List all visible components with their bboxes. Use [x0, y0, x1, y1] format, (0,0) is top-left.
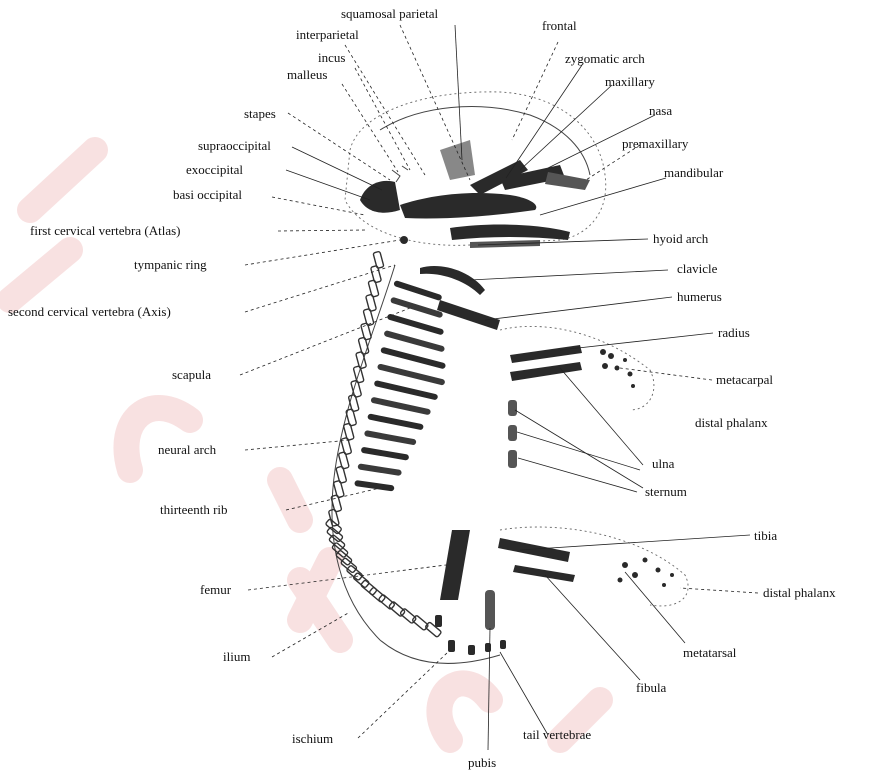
label-supraoccipital: supraoccipital — [198, 138, 271, 153]
label-first-cervical-vertebra: first cervical vertebra (Atlas) — [30, 223, 181, 238]
forelimb — [420, 266, 654, 468]
parietal-bone — [440, 140, 475, 180]
label-scapula: scapula — [172, 367, 211, 382]
rib — [370, 397, 431, 416]
mandible-bone — [450, 225, 570, 240]
rib-cage — [354, 280, 446, 492]
cranium-outline — [345, 92, 606, 245]
occipital-bone — [360, 181, 400, 213]
label-squamosal-parietal: squamosal parietal — [341, 6, 438, 21]
label-ischium: ischium — [292, 731, 333, 746]
label-ilium: ilium — [223, 649, 250, 664]
label-humerus: humerus — [677, 289, 722, 304]
label-metacarpal: metacarpal — [716, 372, 773, 387]
rib — [364, 430, 417, 445]
tympanic-ring-bone — [400, 236, 408, 244]
rib — [361, 447, 410, 461]
hindlimb-outline — [500, 527, 688, 606]
vertebra — [340, 558, 357, 574]
label-femur: femur — [200, 582, 232, 597]
label-malleus: malleus — [287, 67, 327, 82]
label-mandibular: mandibular — [664, 165, 724, 180]
hindlimb — [435, 527, 688, 655]
radius-bone — [510, 345, 582, 363]
label-neural-arch: neural arch — [158, 442, 217, 457]
label-distal-phalanx-hind: distal phalanx — [763, 585, 836, 600]
label-sternum: sternum — [645, 484, 687, 499]
label-fibula: fibula — [636, 680, 667, 695]
tibia-bone — [498, 538, 570, 562]
label-incus: incus — [318, 50, 345, 65]
tarsal-bones — [618, 558, 675, 588]
label-basi-occipital: basi occipital — [173, 187, 242, 202]
clavicle-bone — [420, 266, 485, 295]
skull-dome — [380, 107, 590, 175]
pubis-bone — [485, 590, 495, 630]
label-tibia: tibia — [754, 528, 777, 543]
watermark — [10, 150, 600, 740]
label-hyoid-arch: hyoid arch — [653, 231, 709, 246]
label-frontal: frontal — [542, 18, 577, 33]
label-premaxillary: premaxillary — [622, 136, 689, 151]
premaxilla-bone — [545, 172, 590, 190]
rib — [390, 297, 444, 319]
label-nasa: nasa — [649, 103, 672, 118]
label-tympanic-ring: tympanic ring — [134, 257, 207, 272]
label-clavicle: clavicle — [677, 261, 718, 276]
rib — [354, 480, 394, 492]
labels: squamosal parietal frontal interparietal… — [8, 6, 836, 770]
label-interparietal: interparietal — [296, 27, 359, 42]
label-thirteenth-rib: thirteenth rib — [160, 502, 228, 517]
label-second-cervical-vertebra: second cervical vertebra (Axis) — [8, 304, 171, 319]
label-exoccipital: exoccipital — [186, 162, 243, 177]
skull-base-bone — [400, 193, 536, 218]
humerus-bone — [437, 300, 500, 330]
label-radius: radius — [718, 325, 750, 340]
label-ulna: ulna — [652, 456, 675, 471]
label-distal-phalanx-fore: distal phalanx — [695, 415, 768, 430]
label-tail-vertebrae: tail vertebrae — [523, 727, 591, 742]
label-metatarsal: metatarsal — [683, 645, 737, 660]
rib — [393, 280, 442, 301]
rib — [357, 463, 402, 476]
label-zygomatic-arch: zygomatic arch — [565, 51, 645, 66]
rib — [387, 313, 445, 335]
label-pubis: pubis — [468, 755, 496, 770]
skull — [345, 92, 606, 248]
leader-lines — [240, 25, 758, 750]
label-stapes: stapes — [244, 106, 276, 121]
carpal-bones — [600, 349, 635, 388]
ulna-bone — [510, 362, 582, 381]
label-maxillary: maxillary — [605, 74, 655, 89]
rib — [367, 413, 424, 430]
rib — [374, 380, 439, 400]
pelvis-bones — [435, 615, 506, 655]
ear-ossicles — [392, 166, 408, 182]
fibula-bone — [513, 565, 575, 582]
